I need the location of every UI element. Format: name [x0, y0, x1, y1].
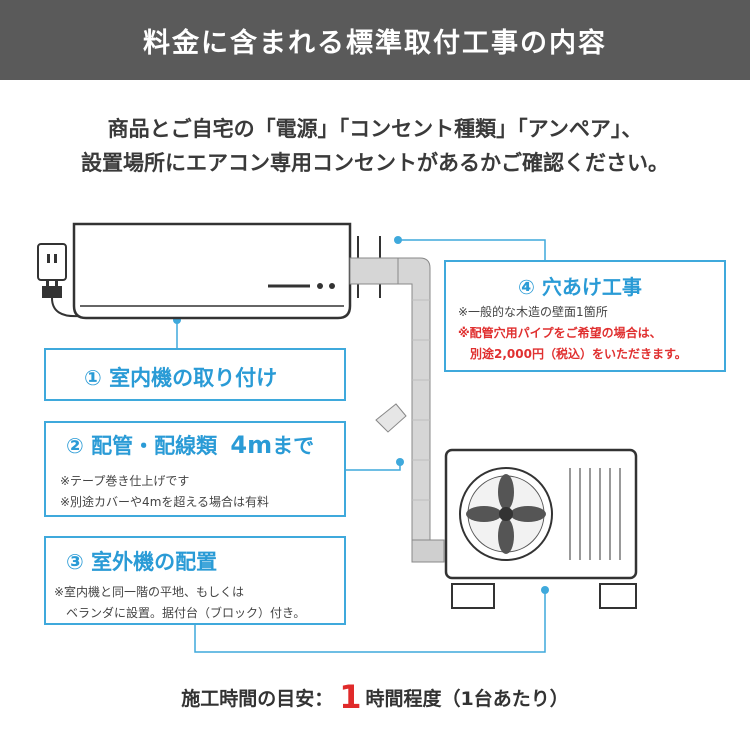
step-piping-note-2: ※別途カバーや4mを超える場合は有料 [60, 495, 270, 509]
step-outdoor-unit-note-1: ※室内機と同一階の平地、もしくは [54, 585, 245, 599]
step-piping-title-main: ② 配管・配線類 [66, 434, 218, 458]
indoor-unit [72, 222, 352, 320]
step-piping-length: 4m [230, 431, 273, 459]
outdoor-unit [444, 448, 638, 609]
step-piping-title: ② 配管・配線類 4mまで [66, 430, 314, 460]
page-title: 料金に含まれる標準取付工事の内容 [143, 27, 607, 59]
header-bar: 料金に含まれる標準取付工事の内容 [0, 0, 750, 80]
step-drilling-notes: ※一般的な木造の壁面1箇所 [458, 302, 608, 323]
installation-time-label: 施工時間の目安： [181, 687, 334, 710]
step-drilling-box: ④ 穴あけ工事 ※一般的な木造の壁面1箇所 ※配管穴用パイプをご希望の場合は、 … [444, 260, 726, 372]
step-piping-note-1: ※テープ巻き仕上げです [60, 474, 190, 488]
step-outdoor-unit-note-2: ベランダに設置。据付台（ブロック）付き。 [54, 606, 306, 620]
step-drilling-title: ④ 穴あけ工事 [518, 275, 642, 299]
power-plug-icon [42, 280, 81, 318]
intro-text: 商品とご自宅の「電源」「コンセント種類」「アンペア」、 設置場所にエアコン専用コ… [0, 112, 750, 180]
step-outdoor-unit-notes: ※室内機と同一階の平地、もしくは ベランダに設置。据付台（ブロック）付き。 [54, 582, 305, 624]
step-piping-notes: ※テープ巻き仕上げです ※別途カバーや4mを超える場合は有料 [60, 471, 269, 513]
step-indoor-unit-box: ① 室内機の取り付け [44, 348, 346, 401]
step-piping-box: ② 配管・配線類 4mまで ※テープ巻き仕上げです ※別途カバーや4mを超える場… [44, 421, 346, 517]
intro-line-2: 設置場所にエアコン専用コンセントがあるかご確認ください。 [81, 151, 669, 175]
pipe-bundle [349, 257, 445, 563]
step-drilling-warning-2: 別途2,000円（税込）をいただきます。 [458, 347, 687, 361]
step-outdoor-unit-title: ③ 室外機の配置 [66, 550, 218, 574]
installation-time-unit: 時間程度（1台あたり） [365, 687, 569, 710]
step-outdoor-unit-box: ③ 室外機の配置 ※室内機と同一階の平地、もしくは ベランダに設置。据付台（ブロ… [44, 536, 346, 625]
fan-icon [466, 474, 546, 554]
step-indoor-unit-title: ① 室内機の取り付け [84, 366, 278, 390]
intro-line-1: 商品とご自宅の「電源」「コンセント種類」「アンペア」、 [107, 117, 643, 141]
step-piping-title-suffix: まで [272, 434, 315, 458]
installation-time-value: 1 [339, 678, 362, 716]
step-drilling-warning: ※配管穴用パイプをご希望の場合は、 別途2,000円（税込）をいただきます。 [458, 323, 687, 365]
power-outlet-icon [37, 243, 67, 281]
installation-time: 施工時間の目安： 1 時間程度（1台あたり） [0, 672, 750, 722]
step-drilling-note-1: ※一般的な木造の壁面1箇所 [458, 305, 608, 319]
step-drilling-warning-1: ※配管穴用パイプをご希望の場合は、 [458, 326, 662, 340]
